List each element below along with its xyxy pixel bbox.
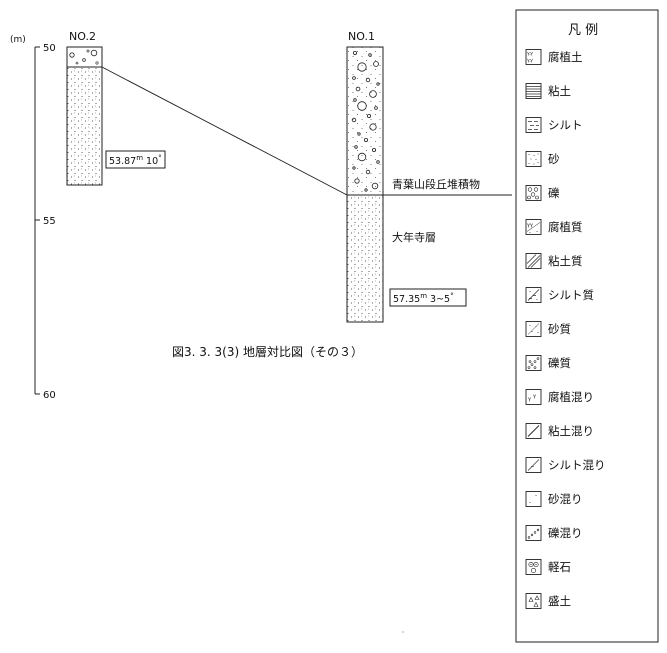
legend-item: 礫質 — [525, 355, 571, 371]
legend-label: シルト — [548, 118, 583, 132]
elevation-unit: m — [420, 292, 427, 300]
figure-caption: 図3. 3. 3(3) 地層対比図（その３） — [172, 345, 363, 359]
legend-title: 凡 例 — [568, 23, 598, 38]
gravel-layer — [346, 46, 384, 196]
borehole-id: NO.2 — [69, 30, 96, 43]
legend-item: Y-YY-Y 腐植土 — [525, 49, 583, 65]
humic-swatch-icon: YY — [525, 219, 542, 235]
gravelly-swatch-icon — [525, 355, 542, 371]
legend-label: 粘土質 — [548, 254, 583, 268]
legend-label: 腐植混り — [548, 390, 594, 404]
legend-label: 粘土 — [548, 84, 571, 98]
legend-item: 礫 — [525, 185, 560, 201]
svg-text:Y: Y — [532, 395, 537, 401]
label-box — [105, 150, 166, 169]
legend-item: 砂質 — [525, 321, 571, 337]
svg-text:Y-Y: Y-Y — [526, 59, 533, 65]
legend-item: 礫混り — [525, 525, 583, 541]
legend-item: 軽石 — [525, 559, 571, 575]
silt-mixed-swatch-icon — [525, 457, 542, 473]
axis-tick-label: 60 — [43, 390, 56, 401]
lower-unit-label: 大年寺層 — [392, 230, 436, 244]
legend-item: 砂混り — [525, 491, 583, 507]
legend-item: YY 腐植質 — [525, 219, 583, 235]
correlation-line — [101, 66, 348, 196]
legend-label: 腐植質 — [548, 220, 583, 234]
legend-label: 礫質 — [548, 356, 571, 370]
legend-item: シルト質 — [525, 287, 594, 303]
legend-item: シルト — [525, 117, 583, 133]
sand-layer — [346, 194, 384, 323]
clay-swatch-icon — [525, 83, 542, 99]
clayey-swatch-icon — [525, 253, 542, 269]
legend-label: 粘土混り — [548, 424, 594, 438]
legend-item: 砂 — [525, 151, 560, 167]
legend-item: 粘土混り — [525, 423, 594, 439]
sand-swatch-icon — [525, 151, 542, 167]
pumice-swatch-icon — [525, 559, 542, 575]
elevation-value: 53.87 — [109, 156, 136, 167]
gravel-mixed-swatch-icon — [525, 525, 542, 541]
elevation-unit: m — [136, 154, 143, 162]
legend-label: 砂混り — [548, 492, 583, 506]
depth-axis: (m) 50 55 60 — [10, 35, 56, 401]
axis-tick-label: 50 — [43, 43, 56, 54]
scan-speck — [402, 631, 404, 633]
silt-swatch-icon — [525, 117, 542, 133]
humus-soil-swatch-icon: Y-YY-Y — [525, 49, 542, 65]
axis-unit: (m) — [10, 35, 26, 45]
sandy-swatch-icon — [525, 321, 542, 337]
dip-unit: ° — [158, 154, 162, 162]
upper-unit-label: 青葉山段丘堆積物 — [392, 177, 480, 191]
legend-item: シルト混り — [525, 457, 606, 473]
axis-tick-label: 55 — [43, 216, 56, 227]
legend-item: 粘土 — [525, 83, 571, 99]
legend-label: 盛土 — [548, 594, 571, 608]
dip-value: 10 — [146, 156, 158, 167]
dip-value: 3~5 — [430, 294, 450, 305]
borehole-no1: NO.1 — [346, 30, 512, 323]
borehole-id: NO.1 — [348, 30, 375, 43]
legend-label: 軽石 — [548, 560, 571, 574]
legend-label: シルト質 — [548, 288, 594, 302]
legend-label: シルト混り — [548, 458, 606, 472]
legend-label: 礫 — [548, 186, 560, 200]
elevation-value: 57.35 — [393, 294, 420, 305]
label-box — [389, 288, 467, 307]
legend-label: 砂質 — [548, 322, 571, 336]
clay-mixed-swatch-icon — [525, 423, 542, 439]
fill-swatch-icon — [525, 593, 542, 609]
svg-text:YY: YY — [526, 224, 534, 230]
svg-text:Y: Y — [527, 398, 532, 404]
sand-mixed-swatch-icon — [525, 491, 542, 507]
legend-item: 盛土 — [525, 593, 571, 609]
svg-text:Y-Y: Y-Y — [526, 52, 533, 58]
legend-label: 礫混り — [548, 526, 583, 540]
gravel-clasts — [69, 49, 99, 65]
sand-layer — [66, 66, 103, 186]
legend-label: 砂 — [548, 152, 560, 166]
gravel-clasts — [351, 51, 380, 192]
silty-swatch-icon — [525, 287, 542, 303]
legend-item: 粘土質 — [525, 253, 583, 269]
gravel-swatch-icon — [525, 185, 542, 201]
legend-label: 腐植土 — [548, 50, 583, 64]
dip-unit: ° — [450, 292, 454, 300]
